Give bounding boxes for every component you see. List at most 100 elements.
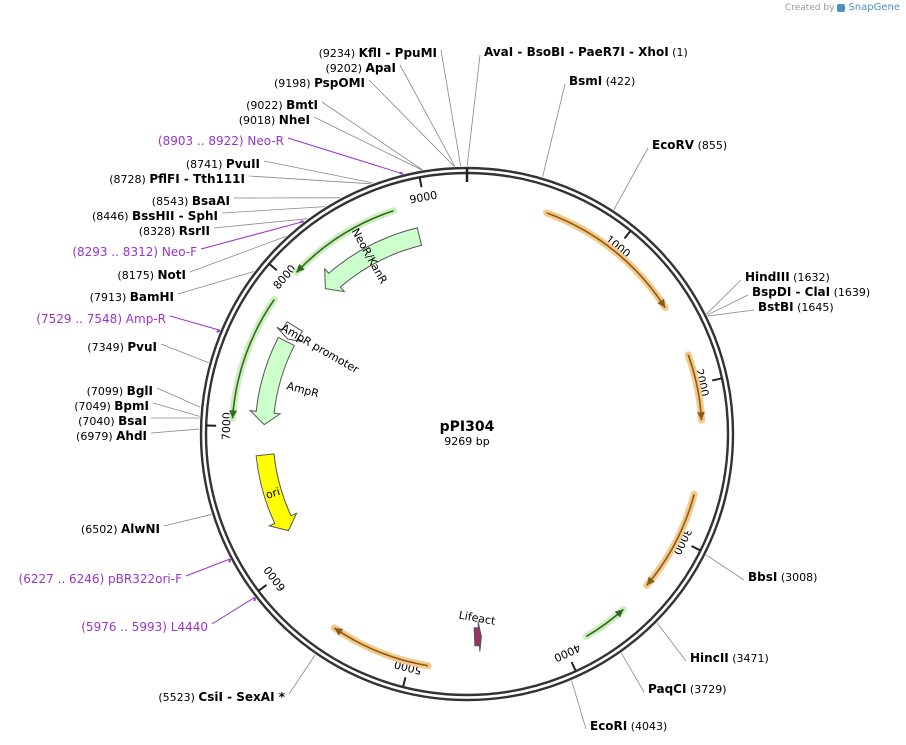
orf-arrowhead (334, 627, 344, 636)
orf-glow (330, 624, 432, 670)
site-leader (705, 554, 745, 581)
site-leader (263, 160, 374, 184)
primer-label: (6227 .. 6246) pBR322ori-F (19, 572, 183, 586)
site-leader (221, 206, 326, 214)
primer-label: (8903 .. 8922) Neo-R (158, 134, 284, 148)
site-leader (288, 654, 316, 695)
orf-glow (684, 351, 706, 424)
orf-line (231, 299, 275, 419)
credit-prefix: Created by (784, 2, 835, 13)
site-label: (9018) NheI (239, 113, 310, 127)
site-leader (621, 652, 645, 693)
tick-label: 4000 (552, 641, 583, 664)
site-label: BbsI (3008) (748, 570, 817, 584)
tick-label: 9000 (408, 189, 438, 207)
primer-leader (169, 315, 221, 331)
site-label: (9234) KflI - PpuMI (319, 46, 437, 60)
orf-glow (543, 209, 669, 312)
tick-label: 8000 (271, 262, 299, 292)
site-label: HindIII (1632) (745, 270, 830, 284)
site-label: PaqCI (3729) (648, 682, 727, 696)
tick-mark (418, 177, 423, 188)
site-label: HincII (3471) (690, 651, 769, 665)
orf-line (295, 210, 394, 273)
orf-arrowhead (229, 410, 238, 419)
feature-arrow-ampr (248, 336, 296, 426)
orf-arrowhead (614, 609, 624, 618)
feature-arrow-lifeact (473, 621, 482, 652)
plasmid-size: 9269 bp (444, 435, 489, 448)
site-leader (177, 271, 255, 295)
site-leader (313, 116, 422, 171)
orf-line (546, 212, 666, 309)
site-leader (368, 79, 455, 167)
site-leader (156, 387, 201, 408)
orf-arrowhead (696, 411, 705, 421)
feature-label: Lifeact (458, 609, 497, 628)
tick-label: 6000 (261, 564, 288, 594)
feature-label: AmpR (285, 379, 320, 400)
primer-leader (185, 558, 231, 577)
site-leader (189, 236, 287, 273)
site-label: BsmI (422) (569, 74, 635, 88)
primer-mark (216, 329, 221, 333)
credit-brand: SnapGene (848, 2, 900, 13)
primer-leader (287, 137, 403, 175)
feature-arrow-ori (255, 453, 298, 532)
feature-label: ori (264, 485, 282, 502)
site-label: BspDI - ClaI (1639) (752, 285, 870, 299)
site-leader (707, 309, 755, 317)
primer-label: (5976 .. 5993) L4440 (81, 620, 208, 634)
site-label: (7049) BpmI (74, 399, 149, 413)
primer-label: (7529 .. 7548) Amp-R (36, 312, 166, 326)
site-label: BstBI (1645) (758, 300, 834, 314)
site-label: (7099) BglI (87, 384, 153, 398)
site-label: (7040) BsaI (78, 414, 147, 428)
site-label: (9022) BmtI (246, 98, 318, 112)
primer-leader (200, 221, 304, 250)
site-label: (9198) PspOMI (274, 76, 365, 90)
site-label: (8741) PvuII (186, 157, 260, 171)
site-label: EcoRI (4043) (590, 719, 667, 733)
site-label: (8175) NotI (117, 268, 186, 282)
center-label: pPI304 9269 bp (440, 419, 495, 448)
site-leader (466, 54, 481, 167)
site-leader (152, 402, 200, 417)
site-leader (163, 514, 212, 527)
site-leader (399, 64, 456, 167)
primer-mark (399, 171, 404, 175)
site-label: (7349) PvuI (87, 340, 157, 354)
site-leader (213, 218, 308, 229)
orf-arrowhead (646, 576, 655, 586)
site-label: AvaI - BsoBI - PaeR7I - XhoI (1) (484, 45, 688, 59)
orf-line (646, 494, 695, 586)
tick-mark (257, 584, 268, 592)
site-leader (571, 680, 587, 730)
site-leader (542, 83, 566, 177)
site-leader (160, 343, 209, 364)
restriction-sites: AvaI - BsoBI - PaeR7I - XhoI (1) BsmI (42… (74, 45, 870, 733)
feature-arrow-ampr-promoter (276, 321, 304, 343)
tick-mark (623, 230, 632, 240)
orf-arrowhead (296, 263, 305, 273)
primer-leader (211, 597, 255, 625)
site-label: (5523) CsiI - SexAI * (158, 690, 285, 704)
snapgene-credit: Created by SnapGene (785, 2, 900, 13)
site-label: (8328) RsrII (139, 224, 210, 238)
site-leader (613, 147, 649, 210)
tick-mark (570, 661, 577, 672)
primer-label: (8293 .. 8312) Neo-F (72, 245, 197, 259)
site-leader (440, 49, 462, 167)
tick-mark (402, 677, 407, 688)
tick-mark (691, 545, 701, 552)
site-label: (9202) ApaI (325, 61, 396, 75)
site-label: (6979) AhdI (76, 429, 147, 443)
site-label: (8446) BssHII - SphI (92, 209, 218, 223)
tick-mark (268, 262, 278, 272)
orf-line (333, 627, 429, 667)
site-leader (656, 622, 687, 662)
site-leader (248, 175, 371, 185)
site-label: (6502) AlwNI (81, 522, 160, 536)
site-leader (321, 101, 423, 171)
